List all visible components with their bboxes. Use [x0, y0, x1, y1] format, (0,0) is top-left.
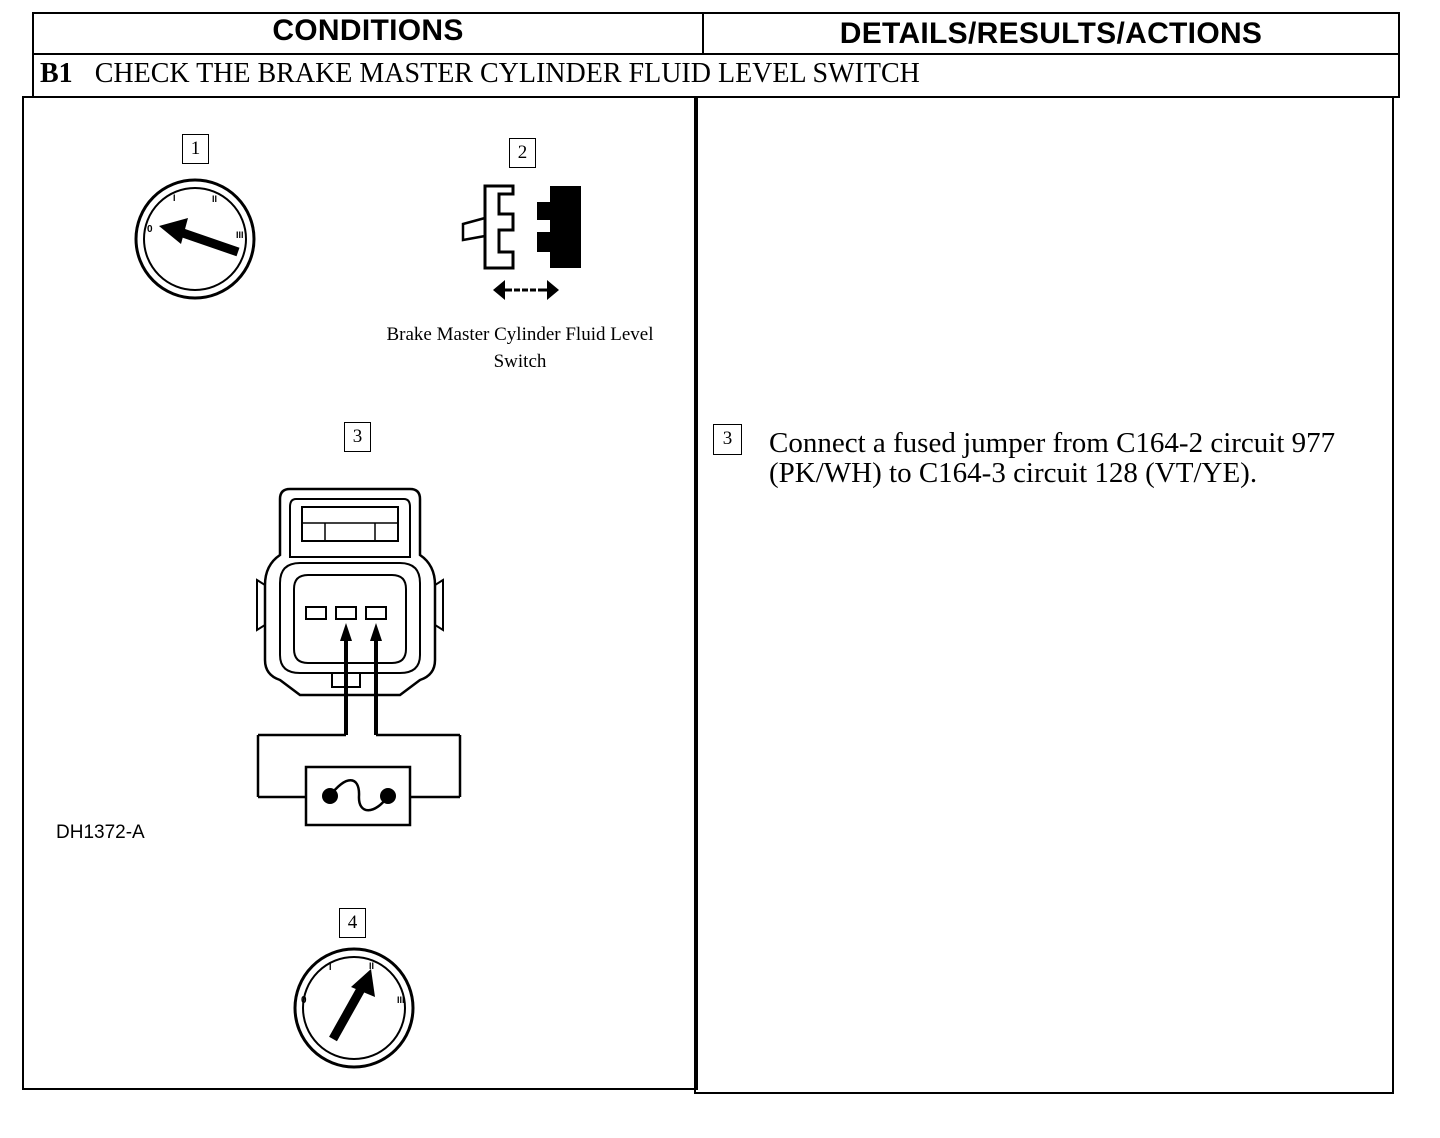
- switch-caption-line2: Switch: [493, 351, 547, 372]
- svg-text:I: I: [173, 193, 176, 203]
- action-line-2: (PK/WH) to C164-3 circuit 128 (VT/YE).: [769, 457, 1258, 489]
- callout-4: 4: [339, 908, 366, 938]
- callout-2: 2: [509, 138, 536, 168]
- connector-fused-jumper-diagram: [256, 487, 462, 827]
- details-column-body: [694, 96, 1394, 1094]
- svg-text:0: 0: [301, 995, 307, 1006]
- step-id: B1: [40, 58, 73, 89]
- ignition-switch-run-icon: 0 I II III: [293, 947, 415, 1069]
- ignition-switch-off-icon: 0 I II III: [134, 178, 256, 300]
- conditions-column-body: [22, 96, 698, 1090]
- svg-text:III: III: [397, 995, 405, 1005]
- svg-text:0: 0: [147, 224, 153, 235]
- step-title-text: CHECK THE BRAKE MASTER CYLINDER FLUID LE…: [94, 58, 920, 89]
- svg-text:III: III: [236, 230, 244, 240]
- header-divider: [32, 53, 1400, 55]
- figure-id: DH1372-A: [56, 822, 145, 843]
- action-callout: 3: [713, 424, 742, 455]
- column-divider-top: [702, 12, 704, 55]
- action-line-1: Connect a fused jumper from C164-2 circu…: [769, 427, 1336, 459]
- svg-text:II: II: [212, 194, 217, 204]
- step-title: B1 CHECK THE BRAKE MASTER CYLINDER FLUID …: [40, 58, 920, 90]
- svg-text:II: II: [369, 961, 374, 971]
- connector-disconnect-icon: [461, 184, 581, 300]
- action-text: Connect a fused jumper from C164-2 circu…: [769, 428, 1379, 488]
- callout-1: 1: [182, 134, 209, 164]
- svg-text:I: I: [329, 962, 332, 972]
- switch-caption: Brake Master Cylinder Fluid Level Switch: [360, 321, 680, 375]
- details-header: DETAILS/RESULTS/ACTIONS: [839, 17, 1263, 50]
- callout-3-figure: 3: [344, 422, 371, 452]
- conditions-header: CONDITIONS: [272, 14, 464, 47]
- switch-caption-line1: Brake Master Cylinder Fluid Level: [386, 324, 654, 345]
